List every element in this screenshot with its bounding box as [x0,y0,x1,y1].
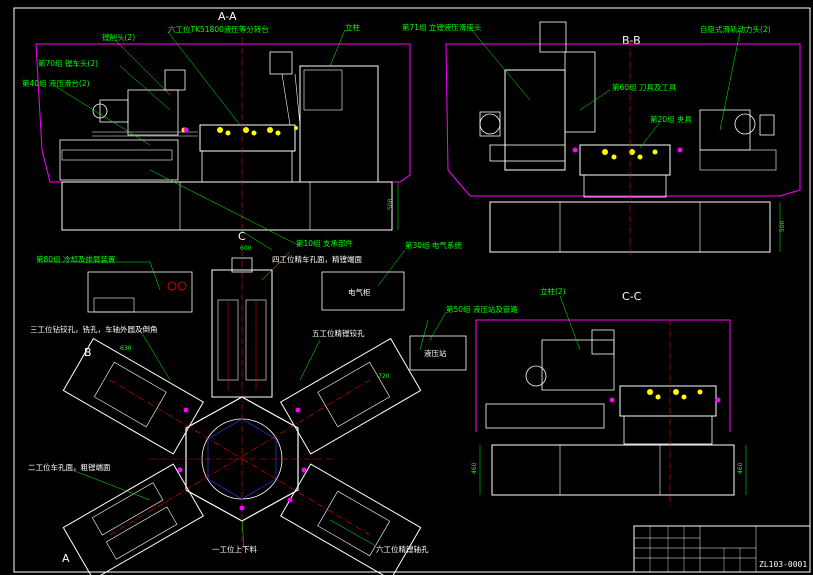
section-cc-title: C-C [622,290,642,303]
cc-height-right-dim: 460 [737,462,744,474]
plan-coolant-unit [87,271,193,313]
section-aa-view: A-A 500 [22,10,411,247]
cc-base [491,444,735,496]
label-g71: 第71组 立镗液压滑座头 [402,22,482,32]
hydraulic-station [409,335,467,371]
label-electric-cabinet: 电气柜 [348,287,371,297]
label-drill-head: 镗削头(2) [102,32,135,42]
bb-height-dim: 500 [779,220,786,232]
aa-height-dim: 500 [387,198,394,210]
label-station3: 三工位钻铰孔，铣孔，车轴外圆及倒角 [30,324,158,334]
section-bb-view: B-B 500 第71组 立镗液压滑座头 [402,21,801,255]
drawing-number: ZL103-0001 [759,560,807,569]
section-c-mark: C [238,230,246,243]
plan-axis-lines [109,250,371,550]
label-station2: 二工位车孔面，粗镗端面 [28,462,111,472]
aa-guard-outline [35,43,411,183]
label-g60: 第60组 刀具及工具 [612,82,677,92]
label-g50: 第50组 液压站及管路 [446,304,518,314]
aa-fixture-parts [181,126,298,136]
label-g30: 第30组 电气系统 [405,240,462,250]
label-column-cc: 立柱(2) [540,286,566,296]
section-cc-view: C-C 460 460 液压站 立柱(2) 第50组 液压站及管路 [409,286,747,505]
label-g40: 第40组 液压滑台(2) [22,78,90,88]
cc-height-left-dim: 460 [471,462,478,474]
cc-column [541,339,615,391]
plan-station-2 [62,463,204,575]
plan-station-6 [280,463,422,575]
label-g20: 第20组 夹具 [650,114,692,124]
plan-station-3 [62,337,204,455]
aa-base [61,181,393,231]
section-aa-title: A-A [218,10,237,23]
bb-guard-outline [445,43,801,197]
bb-column [504,69,566,171]
plan-arm-right-dim: 720 [378,373,390,380]
bb-fixture-block [579,144,671,176]
label-station1: 一工位上下料 [212,544,257,554]
title-block: ZL103-0001 [633,525,811,573]
section-a-mark: A [62,552,70,565]
aa-motor-top [269,51,293,75]
aa-motor-left [99,99,129,123]
aa-column [299,65,379,183]
section-bb-title: B-B [622,34,641,47]
label-g10: 第10组 支承部件 [296,238,353,248]
cc-guard-outline [475,319,731,432]
plan-arm-left-dim: 630 [120,345,132,352]
label-g70: 第70组 镗车头(2) [38,58,98,68]
section-b-mark: B [84,346,92,359]
label-station5: 五工位精镗铰孔 [312,328,365,338]
label-indexing-table: 六工位TK51800液压等分转台 [168,24,269,34]
label-station6: 六工位精镗轴孔 [376,544,429,554]
plan-station-5 [280,337,422,455]
plan-view: C [28,229,462,575]
label-column-top: 立柱 [345,22,360,32]
electric-cabinet [321,271,405,311]
label-g80: 第80组 冷却及排屑装置 [36,254,116,264]
plan-station-4 [211,269,273,398]
bb-motor-top [539,21,567,53]
plan-top-dim: 600 [240,245,252,252]
aa-hydraulic-slide [59,139,179,181]
label-hydraulic-station: 液压站 [424,348,447,358]
label-self-feed: 自驱式滑轨动力头(2) [700,24,771,34]
drawing-border [13,7,811,573]
label-station4: 四工位精车孔面，精镗端面 [272,254,362,264]
